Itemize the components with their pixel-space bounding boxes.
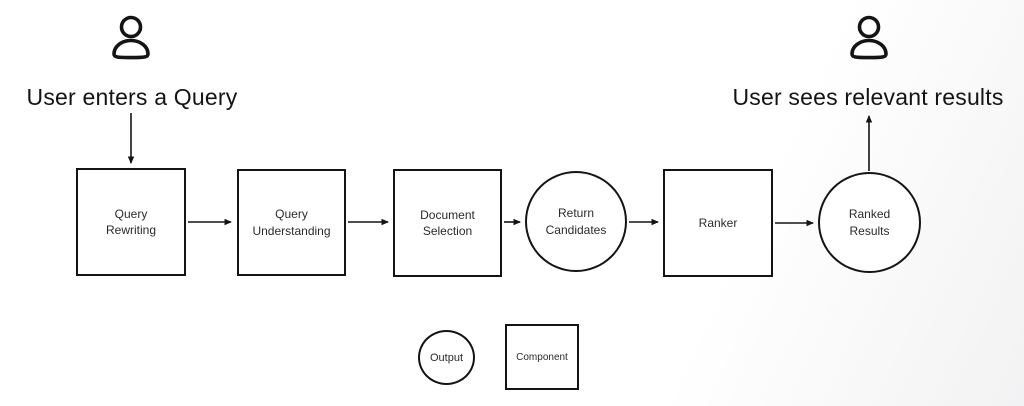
legend-output-shape: Output <box>418 330 475 385</box>
output-user-label: User sees relevant results <box>732 84 1004 110</box>
node-label: Return Candidates <box>545 206 607 237</box>
person-icon <box>850 15 888 60</box>
node-ranked-results: Ranked Results <box>818 172 921 273</box>
legend-component-label: Component <box>516 351 568 363</box>
node-label: Ranked Results <box>848 207 891 238</box>
node-label: Ranker <box>698 215 738 230</box>
input-user-label: User enters a Query <box>26 84 238 110</box>
node-label: Query Rewriting <box>105 206 156 237</box>
node-query-understanding: Query Understanding <box>237 169 346 276</box>
node-ranker: Ranker <box>663 169 773 277</box>
node-query-rewriting: Query Rewriting <box>76 168 186 276</box>
legend-component-shape: Component <box>505 324 579 390</box>
node-label: Document Selection <box>420 207 475 238</box>
node-document-selection: Document Selection <box>393 169 502 277</box>
person-icon <box>112 15 150 60</box>
legend-output-label: Output <box>429 351 464 364</box>
node-label: Query Understanding <box>252 207 331 238</box>
node-return-candidates: Return Candidates <box>525 171 627 272</box>
